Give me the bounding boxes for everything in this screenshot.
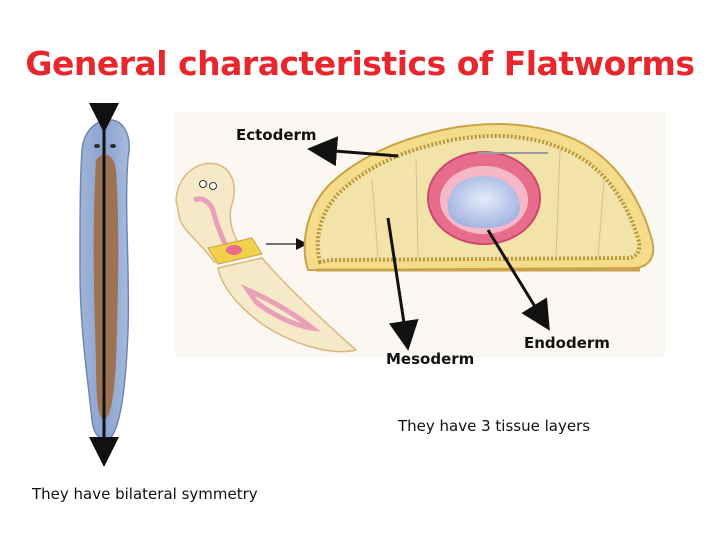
tissue-layers-caption: They have 3 tissue layers bbox=[398, 417, 591, 435]
endoderm-arrow bbox=[486, 229, 550, 331]
flatworm-cut-illustration bbox=[175, 162, 358, 353]
mesoderm-label: Mesoderm bbox=[386, 350, 475, 368]
ectoderm-label: Ectoderm bbox=[236, 126, 317, 144]
slide-title: General characteristics of Flatworms bbox=[25, 44, 695, 83]
mesoderm-arrow bbox=[386, 217, 419, 351]
ectoderm-arrow bbox=[307, 136, 399, 167]
bilateral-symmetry-caption: They have bilateral symmetry bbox=[32, 485, 258, 503]
endoderm-label: Endoderm bbox=[524, 334, 610, 352]
